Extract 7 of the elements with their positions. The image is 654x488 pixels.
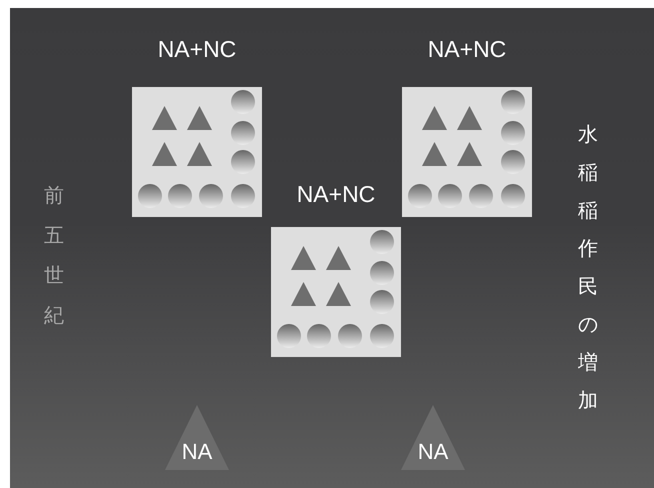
- group-heading: NA+NC: [426, 36, 508, 62]
- group-heading: NA+NC: [156, 36, 238, 62]
- group-heading: NA+NC: [296, 181, 376, 207]
- triangle-label: NA: [416, 440, 450, 464]
- triangle-label: NA: [180, 440, 214, 464]
- vertical-label: 水稲稲作民の増加: [577, 121, 599, 414]
- vertical-label: 前五世紀: [43, 182, 65, 329]
